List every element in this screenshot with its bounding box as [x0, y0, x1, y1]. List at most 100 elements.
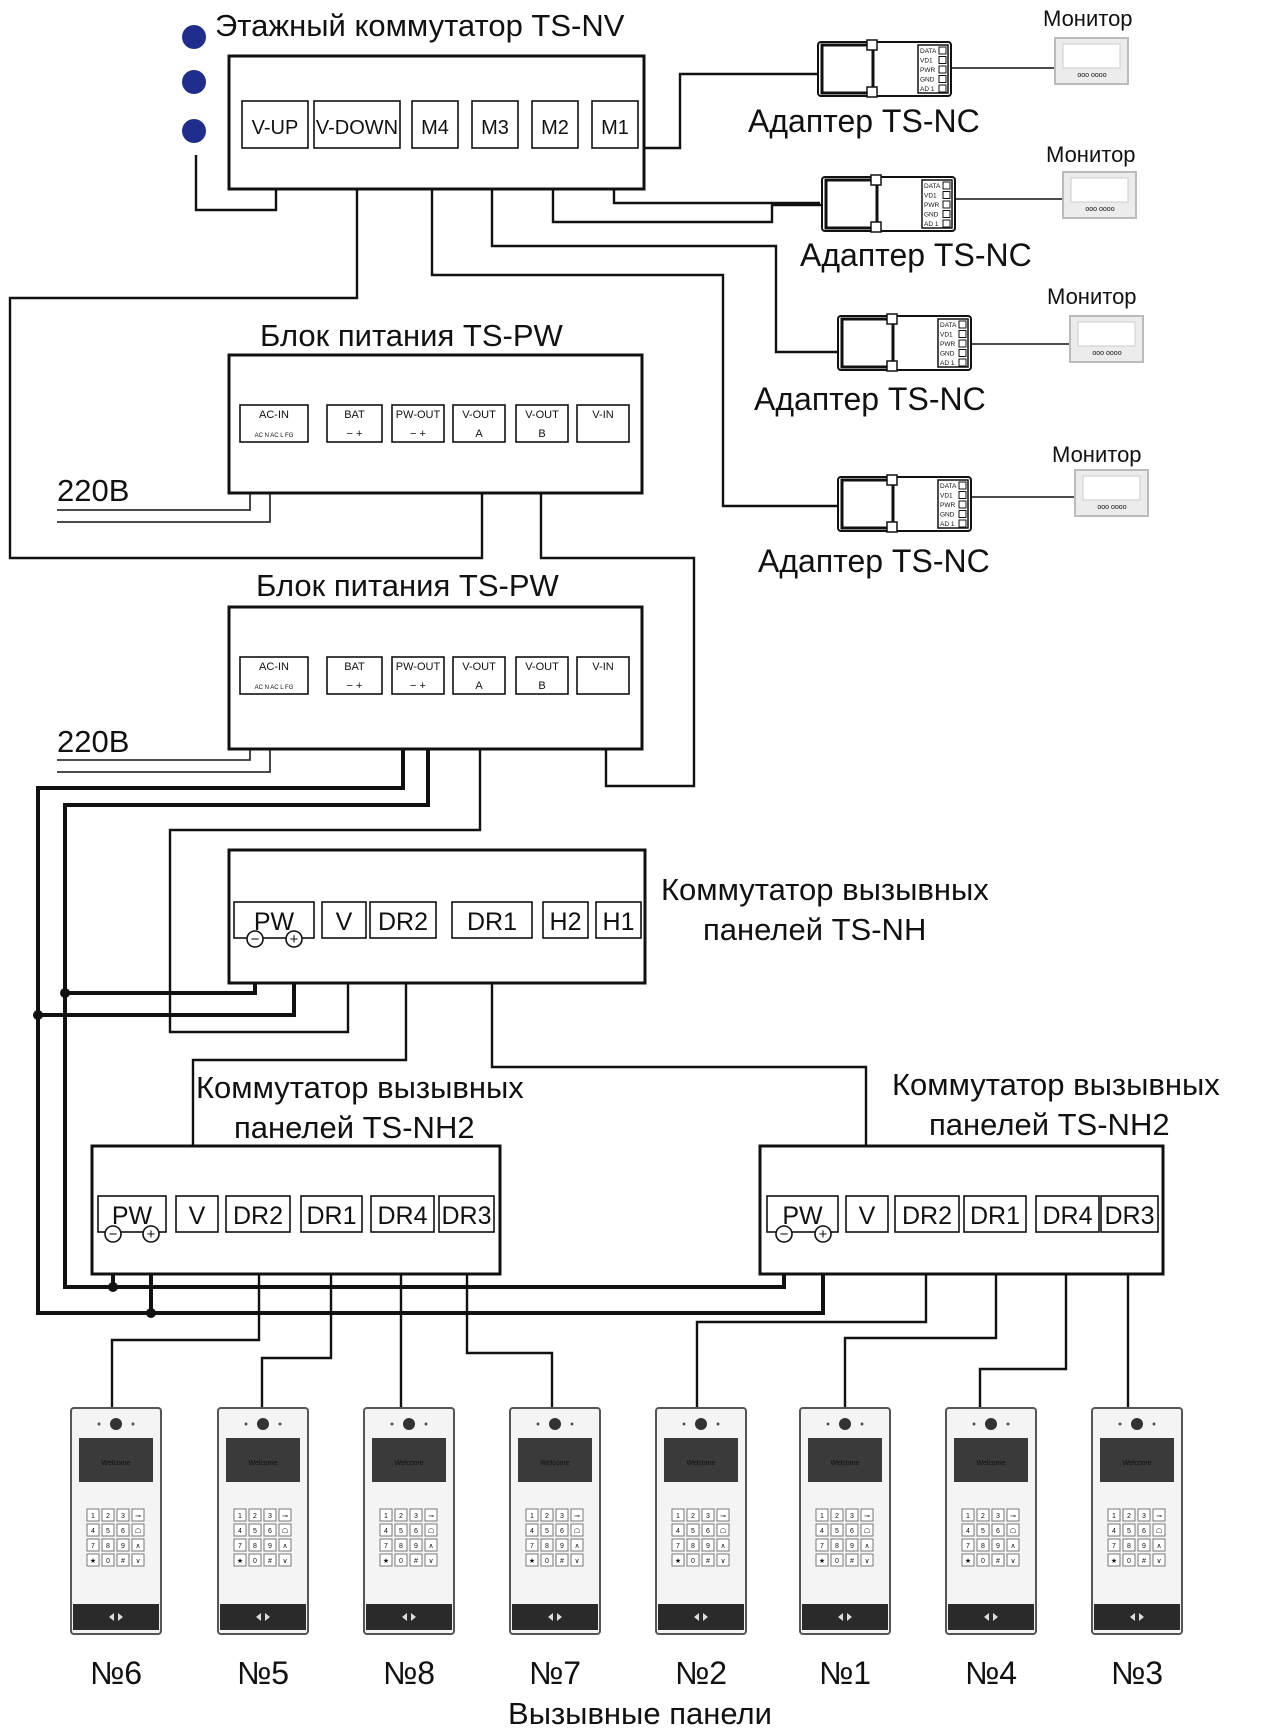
keypad-key-label: ☖: [282, 1527, 288, 1535]
wire-adapter-top: [640, 72, 818, 150]
mains-label: 220В: [57, 724, 129, 759]
keypad-key: [101, 1523, 115, 1537]
keypad-key-label: ∨: [574, 1558, 579, 1565]
psu-terminal: [576, 404, 630, 443]
keypad-key-label: 7: [966, 1543, 970, 1550]
keypad-key: [540, 1508, 554, 1522]
keypad-key-label: 8: [691, 1543, 695, 1550]
keypad-key-label: 7: [384, 1543, 388, 1550]
call-panel-footer: [220, 1604, 306, 1630]
panel-switch2-port-label: DR3: [441, 1202, 491, 1230]
keypad-key-label: 4: [530, 1528, 534, 1535]
adapter-pin-label: GND: [940, 351, 955, 358]
keypad-key-label: 4: [1112, 1528, 1116, 1535]
keypad-key: [379, 1553, 393, 1567]
floor-switch-port-label: V-UP: [252, 117, 299, 139]
keypad-key: [1152, 1508, 1166, 1522]
adapter-pin: [958, 481, 967, 490]
camera-icon: [985, 1418, 997, 1430]
monitor-label: Монитор: [1047, 284, 1137, 309]
led-icon: [97, 1422, 101, 1426]
floor-switch-port-label: V-DOWN: [316, 117, 398, 139]
adapter-pin: [958, 491, 967, 499]
adapter-clip: [866, 39, 878, 51]
adapter-connector: [824, 178, 879, 230]
call-panel-screen: [808, 1438, 882, 1482]
keypad-key-label: ☖: [574, 1527, 580, 1535]
psu-terminal-sub: B: [538, 428, 545, 440]
psu-terminal-sub: − +: [410, 680, 426, 692]
keypad-key: [570, 1538, 584, 1552]
call-panel-screen: [1100, 1438, 1174, 1482]
keypad-key: [860, 1538, 874, 1552]
keypad-key: [1137, 1523, 1151, 1537]
psu-terminal: [452, 656, 506, 695]
keypad-key: [976, 1508, 990, 1522]
call-panel-number: №1: [819, 1655, 871, 1691]
keypad-key: [233, 1538, 247, 1552]
led-icon: [424, 1422, 428, 1426]
keypad-key-label: 8: [253, 1543, 257, 1550]
adapter-pin: [958, 500, 967, 509]
keypad-key: [540, 1553, 554, 1567]
floor-switch-title: Этажный коммутатор TS-NV: [215, 8, 625, 43]
keypad-key: [379, 1523, 393, 1537]
keypad-key: [101, 1538, 115, 1552]
panel-switch2-port-label: DR1: [970, 1202, 1020, 1230]
plus-symbol: +: [290, 931, 299, 948]
led-icon: [682, 1422, 686, 1426]
adapter-pin-label: PWR: [924, 202, 939, 209]
keypad-key: [701, 1523, 715, 1537]
keypad-key-label: 8: [1127, 1543, 1131, 1550]
adapter-pin-label: PWR: [920, 67, 935, 74]
rfid-icon: [838, 1613, 852, 1621]
led-icon: [570, 1422, 574, 1426]
keypad-key-label: ∨: [428, 1558, 433, 1565]
minus-symbol: −: [251, 931, 260, 948]
call-panel-screen: [518, 1438, 592, 1482]
camera-icon: [839, 1418, 851, 1430]
keypad-key-label: 5: [253, 1528, 257, 1535]
keypad-key-label: ☖: [1010, 1527, 1016, 1535]
junction-dot: [108, 1282, 118, 1292]
keypad-key: [1152, 1538, 1166, 1552]
camera-icon: [549, 1418, 561, 1430]
keypad-key-label: 0: [253, 1558, 257, 1565]
keypad-key-label: 5: [399, 1528, 403, 1535]
keypad-key-label: ∨: [864, 1558, 869, 1565]
keypad-key-label: 2: [545, 1513, 549, 1520]
floor-switch-port: [591, 100, 639, 149]
keypad-key-label: ☖: [864, 1527, 870, 1535]
panel-switch2-port: [438, 1195, 495, 1233]
keypad-key-label: ∧: [428, 1543, 433, 1550]
keypad-key: [394, 1538, 408, 1552]
call-panel-footer: [658, 1604, 744, 1630]
panel-switch2-title-line1: Коммутатор вызывных: [196, 1070, 524, 1105]
psu-terminal: [326, 656, 383, 695]
keypad-key: [248, 1523, 262, 1537]
psu-terminal-name: V-OUT: [462, 409, 496, 421]
call-panel-number: №3: [1111, 1655, 1163, 1691]
keypad-key-label: 1: [384, 1513, 388, 1520]
adapter-pin: [958, 349, 967, 357]
adapter-pin-label: DATA: [940, 322, 957, 329]
led-icon: [390, 1422, 394, 1426]
keypad-key: [409, 1508, 423, 1522]
wire-pw-bus-minus: [63, 700, 786, 1289]
adapter-pin-label: GND: [920, 77, 935, 84]
keypad-key: [686, 1553, 700, 1567]
adapter-pin: [938, 84, 947, 93]
keypad-key: [248, 1553, 262, 1567]
keypad-key-label: 6: [268, 1528, 272, 1535]
keypad-key: [131, 1553, 145, 1567]
wire-panel-6: [110, 1223, 261, 1408]
keypad-key: [701, 1553, 715, 1567]
junction-dot: [146, 1308, 156, 1318]
panel-switch2-port-label: V: [189, 1202, 206, 1230]
keypad-key: [131, 1523, 145, 1537]
keypad-key-label: 3: [560, 1513, 564, 1520]
